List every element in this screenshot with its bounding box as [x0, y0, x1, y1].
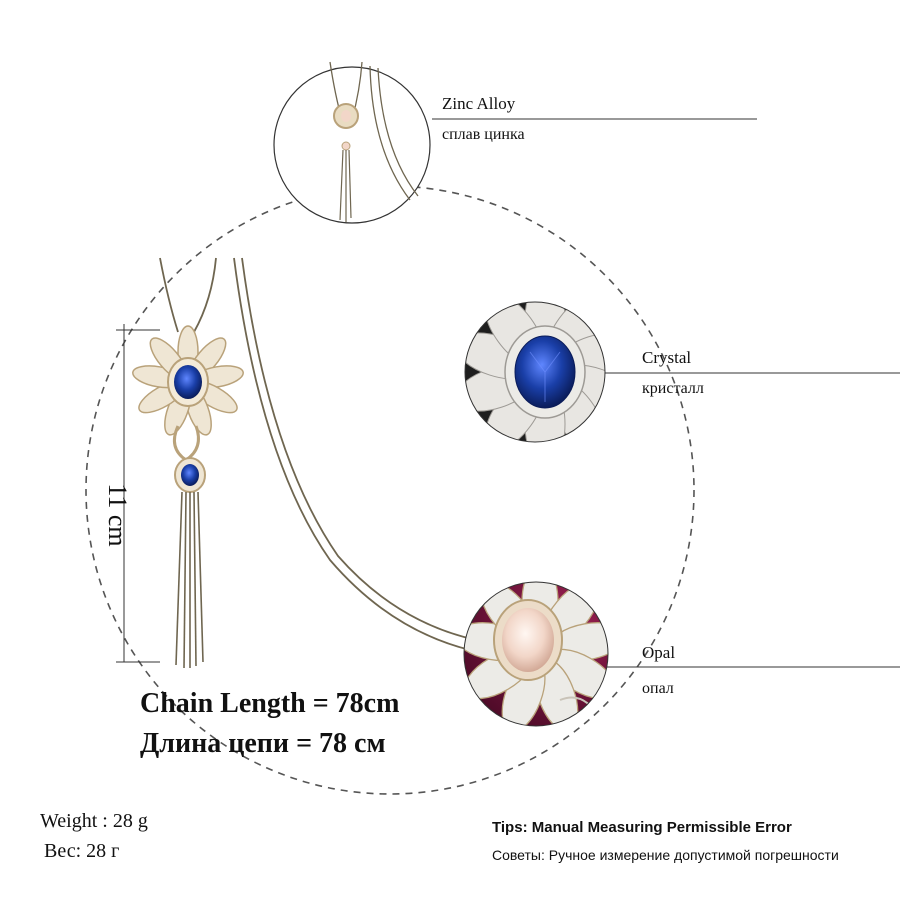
- opal-label-en: Opal: [642, 643, 676, 662]
- tips-en: Tips: Manual Measuring Permissible Error: [492, 819, 792, 836]
- zinc-label-ru: сплав цинка: [442, 126, 525, 143]
- crystal-label-ru: кристалл: [642, 380, 704, 397]
- pendant-length-label: 11 cm: [103, 483, 132, 547]
- necklace-chain: [159, 257, 477, 651]
- crystal-zoom: [464, 301, 606, 443]
- pendant-connector: [172, 425, 206, 493]
- chain-length-en: Chain Length = 78cm: [140, 688, 400, 719]
- zinc-label-en: Zinc Alloy: [442, 94, 516, 113]
- opal-label-ru: опал: [642, 680, 674, 697]
- tips-ru: Советы: Ручное измерение допустимой погр…: [492, 847, 839, 863]
- pendant-tassels: [175, 491, 204, 669]
- opal-zoom: [463, 581, 609, 727]
- chain-length-ru: Длина цепи = 78 см: [140, 728, 386, 759]
- dimension-bracket: [116, 324, 160, 663]
- weight-en: Weight : 28 g: [40, 810, 148, 832]
- pendant-flower: [132, 325, 244, 436]
- weight-ru: Вес: 28 г: [44, 840, 120, 862]
- zinc-thumbnail: [273, 61, 431, 224]
- crystal-label-en: Crystal: [642, 348, 692, 367]
